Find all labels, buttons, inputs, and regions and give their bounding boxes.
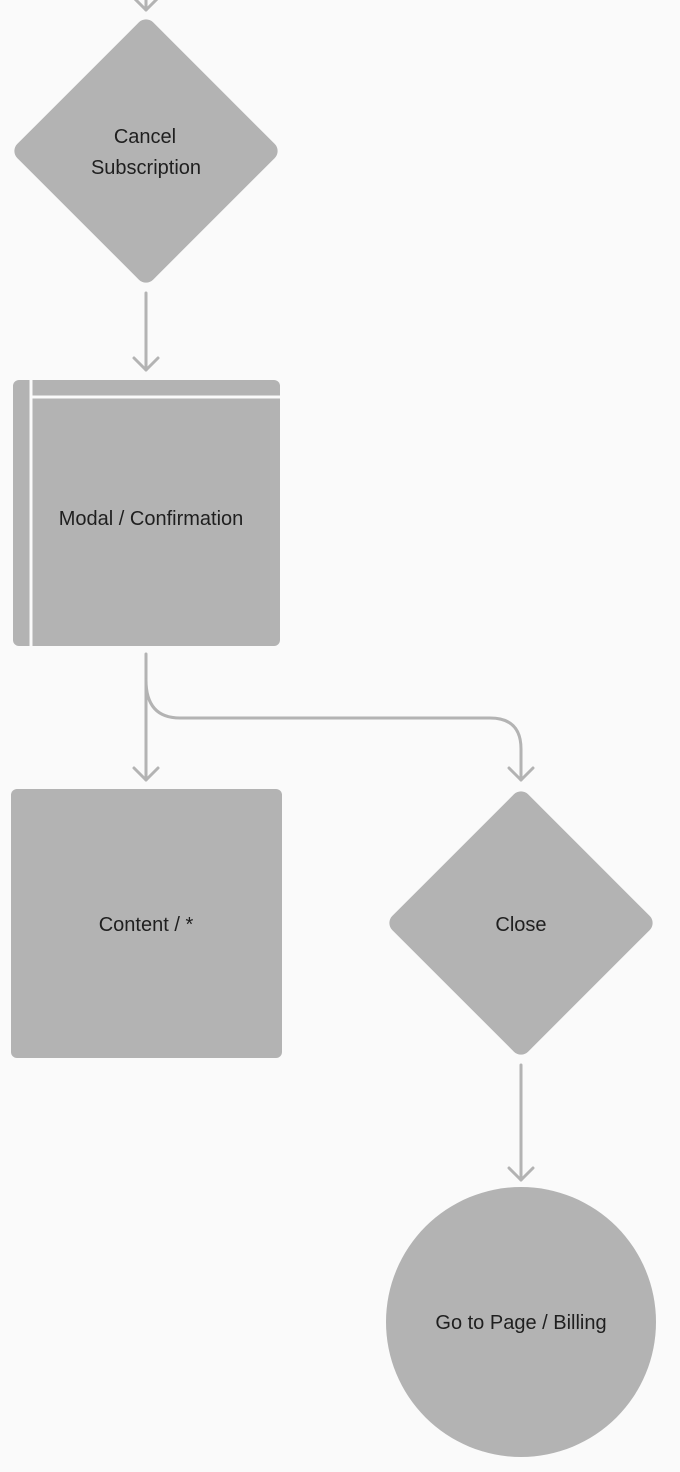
decision-diamond: [389, 791, 653, 1055]
terminal-circle: [386, 1187, 656, 1457]
cancel-subscription-label-line1: Cancel: [114, 126, 176, 148]
cancel-subscription-label-line2: Subscription: [91, 157, 201, 179]
modal-shape: [13, 380, 280, 646]
node-cancel-subscription[interactable]: Cancel Subscription: [10, 15, 282, 287]
node-modal-confirmation[interactable]: Modal / Confirmation: [13, 380, 280, 646]
node-go-to-page-billing[interactable]: Go to Page / Billing: [386, 1187, 656, 1457]
edge-modal-to-content: [132, 652, 160, 782]
node-content[interactable]: Content / *: [11, 789, 282, 1058]
node-close[interactable]: Close: [385, 787, 657, 1059]
edge-modal-to-close: [144, 678, 535, 782]
edge-incoming-to-cancel-subscription: [133, 0, 159, 12]
modal-confirmation-label: Modal / Confirmation: [59, 508, 244, 530]
edge-close-to-billing: [507, 1063, 535, 1182]
content-label: Content / *: [99, 914, 194, 936]
go-to-page-billing-label: Go to Page / Billing: [435, 1312, 606, 1334]
decision-diamond: [14, 19, 278, 283]
process-rect: [11, 789, 282, 1058]
close-label: Close: [495, 914, 546, 936]
edge-cancel-to-modal: [132, 291, 160, 372]
